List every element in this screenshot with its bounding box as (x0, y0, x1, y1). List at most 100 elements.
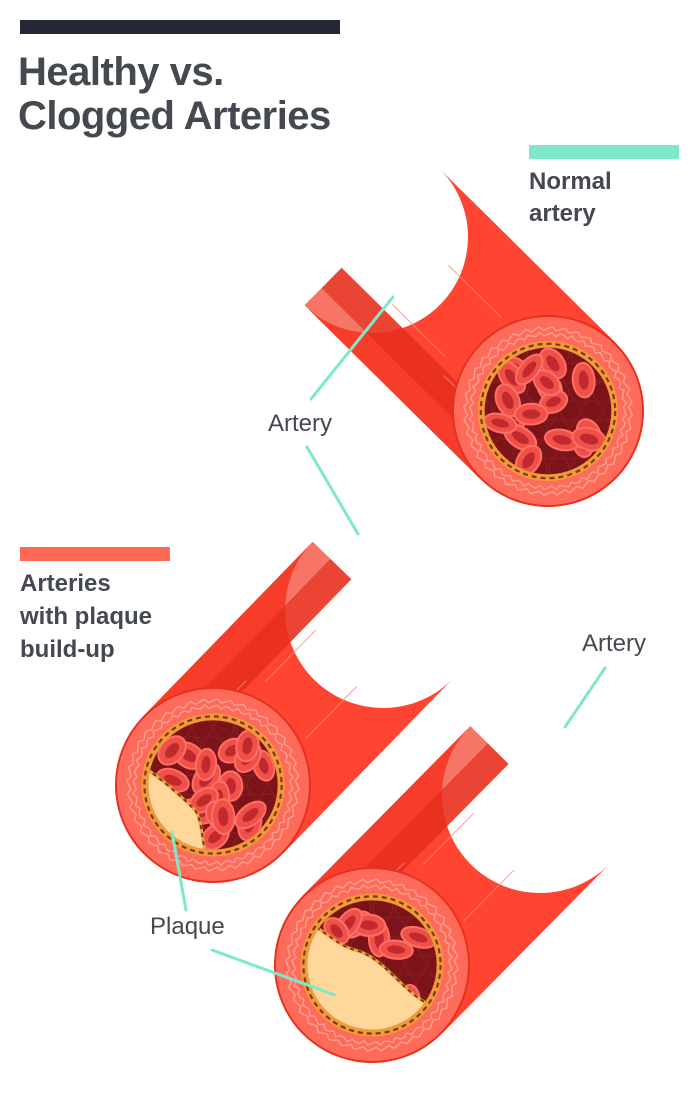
red-blood-cell-center (578, 370, 589, 390)
red-blood-cell-center (491, 418, 510, 428)
lumen-texture (274, 879, 294, 899)
artery-shading (302, 726, 488, 914)
red-blood-cell-center (580, 433, 599, 445)
red-blood-cell-center (409, 932, 428, 943)
page-title: Healthy vs. Clogged Arteries (18, 50, 418, 138)
lumen-texture (416, 973, 437, 995)
red-blood-cell (234, 800, 267, 830)
callout-leader-line (309, 295, 395, 401)
red-blood-cell-center (539, 376, 554, 389)
artery-highlight (305, 685, 358, 740)
plaque-arteries-label: Arteries with plaque build-up (20, 567, 200, 666)
red-blood-cell-center (165, 743, 180, 758)
artery-highlight (422, 812, 475, 865)
artery-highlight (264, 629, 317, 683)
red-blood-cell-center (522, 409, 541, 419)
lumen-texture (263, 898, 283, 918)
plaque-deposit (307, 918, 437, 1030)
red-blood-cell (571, 361, 596, 399)
artery-highlight (463, 869, 515, 922)
plaque-arteries-label-line-2: with plaque (20, 603, 152, 630)
red-blood-cell-center (218, 807, 229, 827)
artery-callout-right: Artery (582, 630, 647, 657)
red-blood-cell (513, 402, 549, 426)
red-blood-cell-center (522, 361, 537, 378)
normal-artery-label-line-1: Normal (529, 168, 612, 195)
lumen-texture (291, 851, 311, 871)
lumen-texture (450, 1031, 470, 1051)
blood-cells (450, 347, 657, 497)
normal-artery-accent-bar (529, 145, 679, 159)
artery-wall-texture (290, 883, 454, 1047)
red-blood-cell (157, 735, 187, 766)
plaque-fill (307, 918, 437, 1030)
lumen-texture (637, 458, 657, 478)
artery-callout-top: Artery (268, 410, 333, 437)
lumen-texture (427, 954, 437, 976)
red-blood-cell-center (242, 737, 253, 755)
lumen-texture (274, 1031, 294, 1051)
artery-inner-dashes (143, 715, 283, 855)
normal-artery-label-line-2: artery (529, 200, 596, 227)
red-blood-cell (210, 798, 236, 836)
artery-wall-texture (131, 703, 295, 867)
red-blood-cell-center (511, 431, 529, 445)
callout-leader-line (305, 445, 360, 536)
red-blood-cell-center (201, 755, 211, 774)
plaque-callout: Plaque (150, 913, 225, 940)
lumen-texture (484, 400, 493, 422)
lumen-texture (115, 851, 135, 871)
red-blood-cell (544, 428, 581, 452)
lumen-texture (405, 954, 427, 976)
lumen-texture (191, 720, 213, 739)
lumen-texture (213, 720, 235, 739)
lumen-texture (268, 774, 278, 796)
plaque-deposit (148, 758, 278, 850)
plaque-arteries-accent-bar (20, 547, 170, 561)
red-blood-cell (194, 747, 218, 782)
red-blood-cell-center (387, 945, 406, 954)
lumen-texture (302, 832, 322, 852)
red-blood-cell-center (522, 452, 535, 469)
title-line-1: Healthy vs. (18, 50, 224, 94)
callout-leader-line (210, 948, 337, 997)
lumen-texture (548, 457, 570, 475)
callout-leader-line (170, 830, 188, 912)
title-accent-bar (20, 20, 340, 34)
artery-shading (304, 288, 498, 480)
plaque-edge (148, 759, 278, 850)
artery-highlight (448, 264, 502, 318)
plaque-arteries-label-line-3: build-up (20, 636, 115, 663)
artery-wall-texture (285, 878, 459, 1052)
red-blood-cell (538, 389, 569, 414)
blood-cells (104, 699, 322, 871)
red-blood-cell-center (546, 396, 561, 408)
red-blood-cell (484, 412, 518, 434)
red-blood-cell (378, 939, 414, 960)
red-blood-cell-center (552, 435, 572, 445)
artery-highlight (391, 303, 446, 358)
artery-wall-texture (462, 325, 634, 497)
red-blood-cell-center (258, 757, 269, 774)
lumen-texture (461, 1012, 481, 1032)
red-blood-cell (514, 353, 544, 386)
red-blood-cell-center (242, 808, 259, 822)
red-blood-cell-center (164, 774, 182, 786)
red-blood-cell (235, 729, 260, 763)
artery-wall-texture (468, 331, 628, 491)
red-blood-cell-center (501, 391, 514, 410)
red-blood-cell-center (504, 369, 519, 386)
plaque-arteries-label-line-1: Arteries (20, 570, 111, 597)
artery-inner-dashes (479, 342, 617, 480)
normal-artery-tube (304, 168, 657, 507)
red-blood-cell-center (546, 355, 560, 372)
lumen-texture (104, 718, 124, 738)
plaque-artery-tube-right (263, 726, 610, 1063)
plaque-artery-tube-left (104, 541, 454, 883)
artery-inner-dashes (302, 895, 442, 1035)
lumen-texture (450, 477, 470, 497)
lumen-texture (115, 699, 135, 719)
callout-leader-line (563, 666, 607, 729)
artery-shading (142, 541, 331, 734)
red-blood-cell-center (359, 920, 378, 931)
